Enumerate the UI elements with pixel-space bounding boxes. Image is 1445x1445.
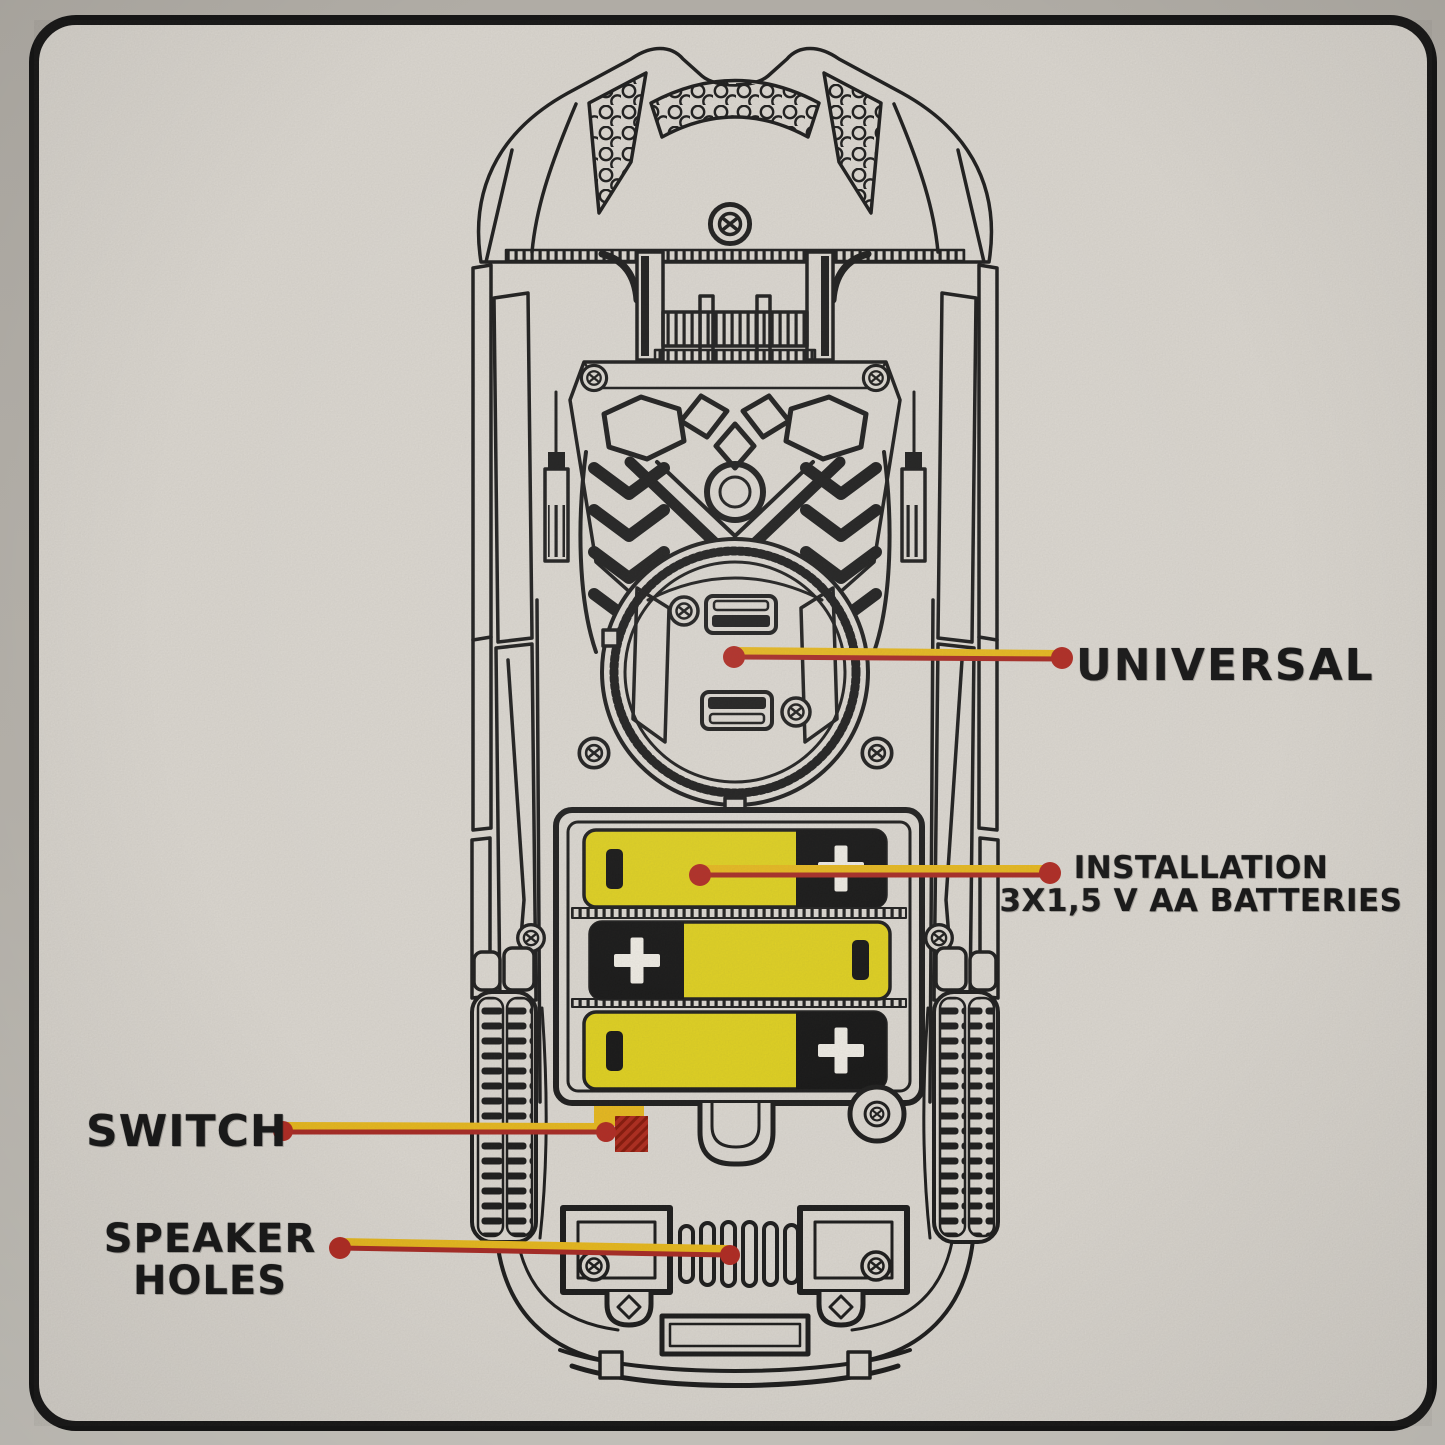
label-installation-line1: INSTALLATION — [1073, 850, 1329, 886]
paper-grain-overlay — [34, 20, 1432, 1426]
label-speaker-line1: SPEAKER — [103, 1216, 317, 1262]
label-universal: UNIVERSAL — [1076, 640, 1375, 691]
label-installation-line2: 3X1,5 V AA BATTERIES — [999, 883, 1403, 919]
label-speaker-line2: HOLES — [132, 1258, 288, 1304]
label-installation: INSTALLATION 3X1,5 V AA BATTERIES — [986, 852, 1416, 918]
label-speaker-holes: SPEAKER HOLES — [90, 1218, 330, 1302]
label-switch: SWITCH — [86, 1106, 288, 1157]
